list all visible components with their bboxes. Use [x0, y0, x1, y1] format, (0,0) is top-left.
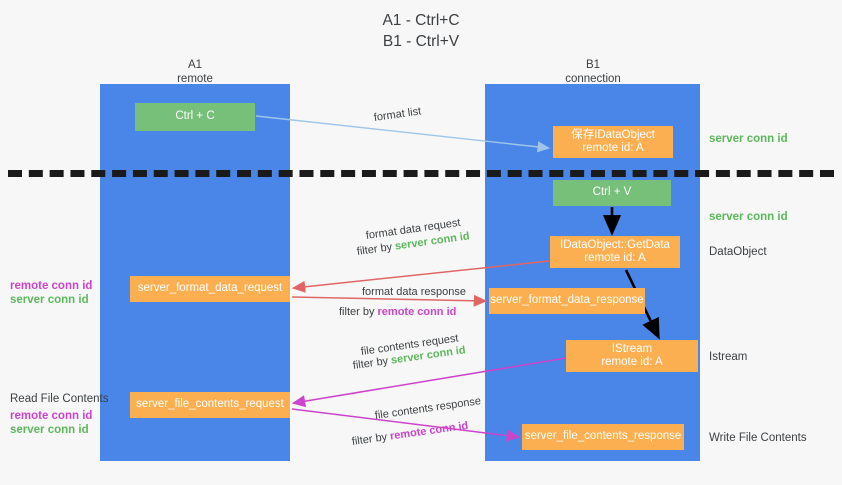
box-server-format-data-request-label: server_format_data_request	[137, 282, 283, 295]
label-format-data-response: format data response	[362, 285, 466, 300]
label-format-list: format list	[373, 104, 422, 125]
box-getdata-line1: IDataObject::GetData	[560, 238, 670, 251]
box-istream-line1: IStream	[611, 342, 653, 355]
label-right-server-conn-id-mid: server conn id	[709, 211, 788, 223]
lane-header-a1: A1 remote	[100, 58, 290, 86]
box-ctrl-v[interactable]: Ctrl + V	[553, 180, 671, 206]
label-left-read-file-contents: Read File Contents	[10, 393, 109, 405]
box-idataobject-getdata[interactable]: IDataObject::GetData remote id: A	[550, 236, 680, 268]
lane-header-b1: B1 connection	[498, 58, 688, 86]
label-format-list-text: format list	[373, 105, 422, 124]
label-right-server-conn-id-top: server conn id	[709, 133, 788, 145]
box-getdata-line2: remote id: A	[584, 252, 646, 264]
filter-value-remote-conn-id: remote conn id	[377, 306, 457, 318]
lane-b1-name: B1	[585, 59, 601, 71]
title-line-1: A1 - Ctrl+C	[382, 12, 460, 29]
phase-divider	[8, 170, 834, 177]
box-server-file-contents-response-label: server_file_contents_response	[524, 430, 682, 443]
label-left-server-conn-id-2: server conn id	[10, 424, 89, 436]
filter-prefix: filter by	[352, 354, 392, 372]
label-file-contents-response-filter: filter by remote conn id	[351, 419, 469, 450]
box-save-idataobject[interactable]: 保存IDataObject remote id: A	[553, 126, 673, 158]
lane-b1-role: connection	[565, 73, 621, 85]
label-left-server-conn-id-1: server conn id	[10, 294, 89, 306]
label-left-conn-ids-1: remote conn id server conn id	[10, 279, 96, 307]
label-right-write-file-contents: Write File Contents	[709, 432, 807, 444]
box-istream-line2: remote id: A	[601, 356, 663, 368]
lane-a1-name: A1	[187, 59, 203, 71]
box-server-format-data-request[interactable]: server_format_data_request	[130, 276, 290, 302]
filter-prefix: filter by	[356, 240, 396, 258]
label-right-istream: Istream	[709, 351, 748, 363]
label-left-remote-conn-id-1: remote conn id	[10, 280, 93, 292]
label-format-data-response-text: format data response	[362, 286, 466, 298]
filter-value-remote-conn-id: remote conn id	[389, 419, 469, 443]
box-server-format-data-response-label: server_format_data_response	[490, 294, 644, 307]
lane-a1-role: remote	[177, 73, 213, 85]
box-save-idataobject-line2: remote id: A	[582, 142, 644, 154]
box-ctrl-c-label: Ctrl + C	[175, 110, 215, 123]
box-server-file-contents-request[interactable]: server_file_contents_request	[130, 392, 290, 418]
box-server-file-contents-request-label: server_file_contents_request	[136, 398, 284, 411]
label-left-read-file-contents-group: Read File Contents remote conn id server…	[10, 392, 110, 437]
filter-prefix: filter by	[351, 430, 391, 448]
box-server-file-contents-response[interactable]: server_file_contents_response	[522, 424, 684, 450]
box-ctrl-c[interactable]: Ctrl + C	[135, 103, 255, 131]
box-save-idataobject-line1: 保存IDataObject	[571, 128, 655, 141]
box-server-format-data-response[interactable]: server_format_data_response	[489, 288, 645, 314]
page-title: A1 - Ctrl+C B1 - Ctrl+V	[0, 10, 842, 52]
filter-prefix: filter by	[339, 306, 378, 318]
title-line-2: B1 - Ctrl+V	[382, 33, 460, 50]
label-right-dataobject: DataObject	[709, 246, 767, 258]
label-left-remote-conn-id-2: remote conn id	[10, 410, 93, 422]
label-format-data-response-filter: filter by remote conn id	[339, 305, 456, 320]
box-ctrl-v-label: Ctrl + V	[592, 186, 632, 199]
box-istream[interactable]: IStream remote id: A	[566, 340, 698, 372]
